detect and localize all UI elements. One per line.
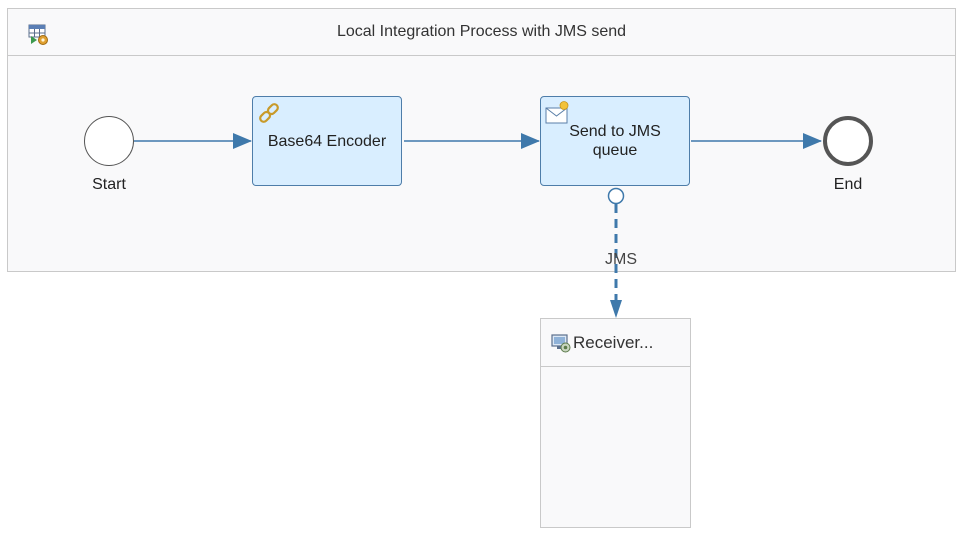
receiver-label: Receiver... (573, 333, 654, 352)
message-flow-label: JMS (605, 251, 637, 268)
receiver-system-icon (551, 334, 571, 353)
end-event-label: End (833, 176, 863, 193)
envelope-icon (545, 101, 569, 124)
sequence-flow-encoder-to-send[interactable] (404, 133, 540, 149)
message-flow-jms[interactable] (607, 187, 625, 319)
start-event[interactable] (84, 116, 134, 166)
converter-icon (259, 103, 279, 123)
message-flow-source-port (607, 187, 625, 205)
integration-process-icon (28, 24, 48, 45)
pool-title: Local Integration Process with JMS send (336, 23, 627, 40)
end-event[interactable] (823, 116, 873, 166)
start-event-label: Start (92, 176, 126, 193)
task-base64-encoder-label: Base64 Encoder (267, 132, 387, 150)
pool-header: Local Integration Process with JMS send (8, 9, 955, 56)
task-send-to-jms-queue[interactable]: Send to JMS queue (540, 96, 690, 186)
integration-process-pool[interactable]: Local Integration Process with JMS send (7, 8, 956, 272)
task-send-to-jms-queue-label: Send to JMS queue (569, 123, 661, 159)
receiver-participant[interactable]: Receiver... (540, 318, 691, 528)
task-base64-encoder[interactable]: Base64 Encoder (252, 96, 402, 186)
sequence-flow-send-to-end[interactable] (691, 133, 822, 149)
receiver-header: Receiver... (541, 319, 690, 367)
sequence-flow-start-to-encoder[interactable] (134, 133, 252, 149)
